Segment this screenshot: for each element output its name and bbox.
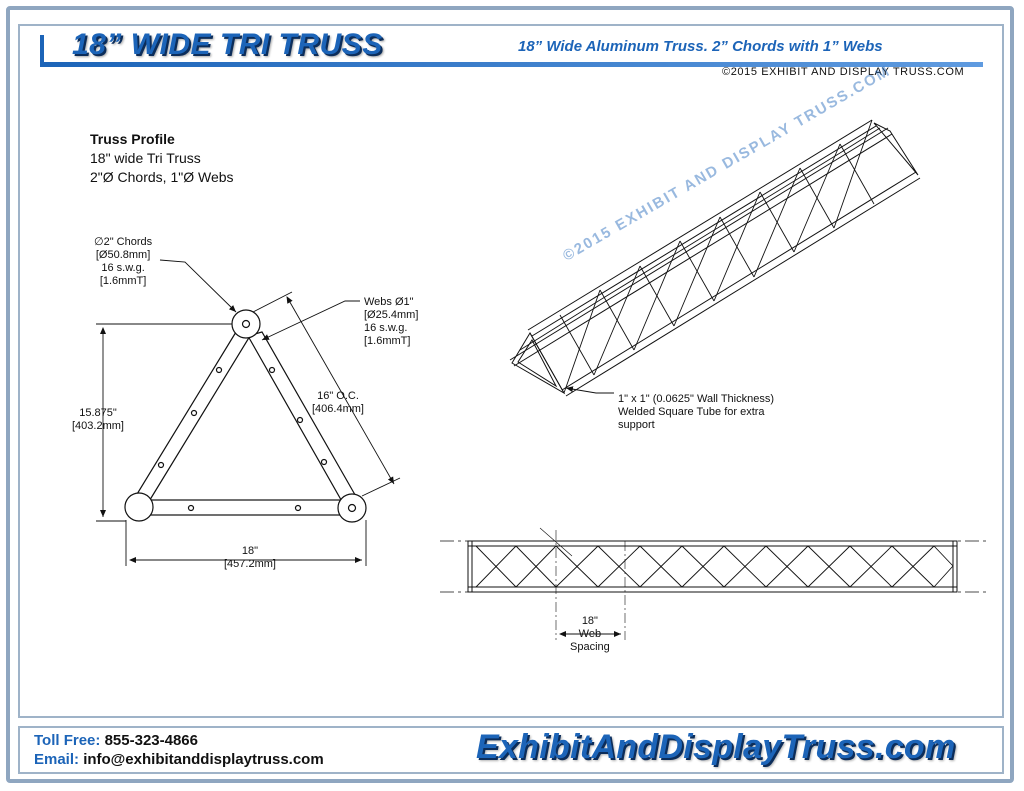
- height-dimension-label: 15.875" [403.2mm]: [72, 407, 124, 432]
- title-accent: [40, 35, 44, 62]
- footer-bar: [18, 726, 1004, 774]
- page-title: 18” WIDE TRI TRUSS: [72, 28, 383, 61]
- top-chord: [231, 309, 261, 339]
- email-line: Email: info@exhibitanddisplaytruss.com: [34, 751, 324, 768]
- toll-free-label: Toll Free:: [34, 732, 101, 749]
- toll-free-number[interactable]: 855-323-4866: [104, 732, 198, 749]
- copyright-notice: ©2015 EXHIBIT AND DISPLAY TRUSS.COM: [722, 66, 965, 78]
- web-spacing-label: 18" Web Spacing: [570, 615, 610, 653]
- chord-spec-label: ∅2" Chords [Ø50.8mm] 16 s.w.g. [1.6mmT]: [94, 236, 153, 287]
- email-address[interactable]: info@exhibitanddisplaytruss.com: [83, 751, 324, 768]
- page-subtitle: 18” Wide Aluminum Truss. 2” Chords with …: [518, 38, 883, 55]
- profile-heading: Truss Profile: [90, 131, 175, 147]
- triangle-profile: [124, 309, 367, 523]
- right-web: [247, 331, 359, 506]
- website-link[interactable]: ExhibitAndDisplayTruss.com: [476, 728, 956, 766]
- side-elevation: [440, 527, 990, 640]
- drawing-frame: [18, 24, 1004, 718]
- profile-line-2: 2"Ø Chords, 1"Ø Webs: [90, 169, 234, 185]
- left-web: [133, 331, 251, 504]
- toll-free-line: Toll Free: 855-323-4866: [34, 732, 198, 749]
- web-spec-label: Webs Ø1" [Ø25.4mm] 16 s.w.g. [1.6mmT]: [364, 296, 419, 347]
- profile-line-1: 18" wide Tri Truss: [90, 150, 201, 166]
- square-tube-note: 1" x 1" (0.0625" Wall Thickness) Welded …: [618, 393, 774, 431]
- email-label: Email:: [34, 751, 80, 768]
- width-dimension-label: 18" [457.2mm]: [224, 545, 276, 570]
- isometric-truss: [509, 119, 921, 397]
- left-chord: [124, 492, 154, 522]
- bottom-web: [139, 499, 351, 516]
- right-chord: [337, 493, 367, 523]
- oc-dimension-label: 16" O.C. [406.4mm]: [312, 390, 364, 415]
- title-underline: [40, 62, 983, 67]
